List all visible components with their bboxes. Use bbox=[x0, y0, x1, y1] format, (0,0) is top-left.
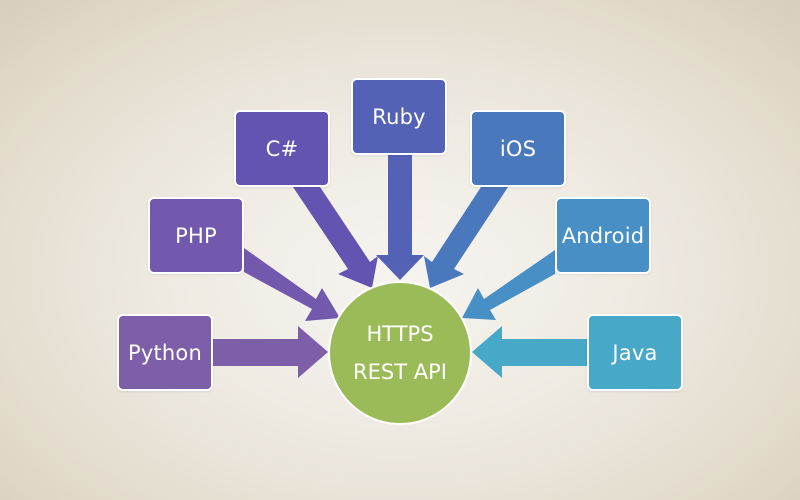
node-label: Android bbox=[561, 223, 645, 248]
arrow-python-to-hub bbox=[213, 326, 328, 378]
hub-circle: HTTPS REST API bbox=[328, 281, 472, 425]
node-label: PHP bbox=[175, 223, 217, 248]
arrow-android-to-hub bbox=[462, 250, 555, 320]
node-android: Android bbox=[555, 197, 651, 274]
node-csharp: C# bbox=[234, 110, 330, 187]
hub-label-line1: HTTPS bbox=[366, 322, 434, 346]
node-ios: iOS bbox=[470, 110, 566, 187]
node-label: Python bbox=[128, 340, 202, 365]
arrow-csharp-to-hub bbox=[293, 187, 378, 288]
hub-label-line2: REST API bbox=[353, 360, 447, 384]
arrow-ios-to-hub bbox=[424, 187, 508, 288]
node-java: Java bbox=[587, 314, 683, 391]
arrow-ruby-to-hub bbox=[376, 155, 424, 280]
node-python: Python bbox=[117, 314, 213, 391]
node-label: iOS bbox=[499, 136, 537, 161]
arrow-java-to-hub bbox=[472, 326, 587, 378]
arrow-php-to-hub bbox=[244, 248, 340, 321]
node-label: C# bbox=[265, 136, 299, 161]
node-label: Ruby bbox=[372, 104, 426, 129]
node-php: PHP bbox=[148, 197, 244, 274]
node-ruby: Ruby bbox=[351, 78, 447, 155]
node-label: Java bbox=[612, 340, 658, 365]
